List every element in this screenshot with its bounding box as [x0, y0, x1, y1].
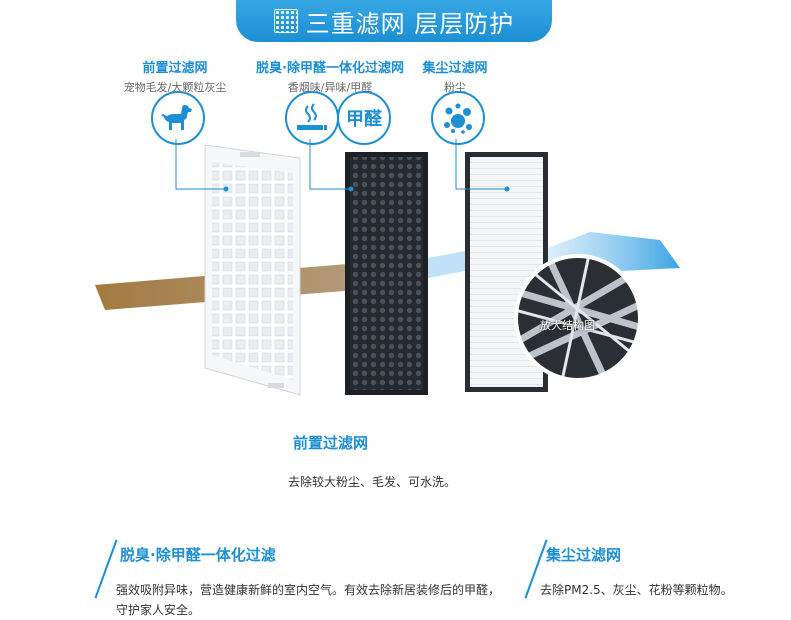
prefilter-label: 前置过滤网 宠物毛发/大颗粒灰尘: [110, 57, 240, 95]
deodorize-label: 脱臭·除甲醛一体化过滤网 香烟味/异味/甲醛: [240, 57, 420, 95]
dust-label: 集尘过滤网 粉尘: [400, 57, 510, 95]
prefilter-label-sub: 宠物毛发/大颗粒灰尘: [123, 81, 227, 94]
prefilter-section-title: 前置过滤网: [293, 434, 369, 452]
dot-grid-icon: [273, 9, 298, 33]
dog-icon: [151, 91, 205, 145]
dust-particles-icon: [431, 91, 485, 145]
dust-section-title: 集尘过滤网: [546, 546, 622, 564]
deodorize-section-desc: 强效吸附异味，营造健康新鲜的室内空气。有效去除新居装修后的甲醛，守护家人安全。: [116, 583, 501, 617]
deodorize-label-title: 脱臭·除甲醛一体化过滤网: [256, 61, 404, 76]
dust-section-desc: 去除PM2.5、灰尘、花粉等颗粒物。: [540, 583, 733, 597]
divider-left: [94, 539, 118, 599]
dust-label-sub: 粉尘: [444, 81, 466, 94]
magnified-structure: [514, 254, 642, 382]
dust-label-title: 集尘过滤网: [422, 61, 488, 76]
deodorize-section-title: 脱臭·除甲醛一体化过滤: [120, 546, 276, 564]
prefilter-section-desc: 去除较大粉尘、毛发、可水洗。: [288, 475, 457, 489]
formaldehyde-icon-text: 甲醛: [346, 109, 382, 130]
formaldehyde-icon: 甲醛: [337, 91, 391, 145]
magnified-structure-label: 放大结构图: [540, 319, 595, 332]
banner-title: 三重滤网 层层防护: [305, 9, 515, 38]
filter-illustration: [95, 139, 680, 396]
prefilter-label-title: 前置过滤网: [142, 61, 208, 76]
prefilter-panel: [204, 144, 301, 396]
header-banner: 三重滤网 层层防护: [236, 0, 552, 42]
deodorize-label-sub: 香烟味/异味/甲醛: [287, 81, 373, 94]
carbon-filter-panel: [345, 152, 428, 395]
